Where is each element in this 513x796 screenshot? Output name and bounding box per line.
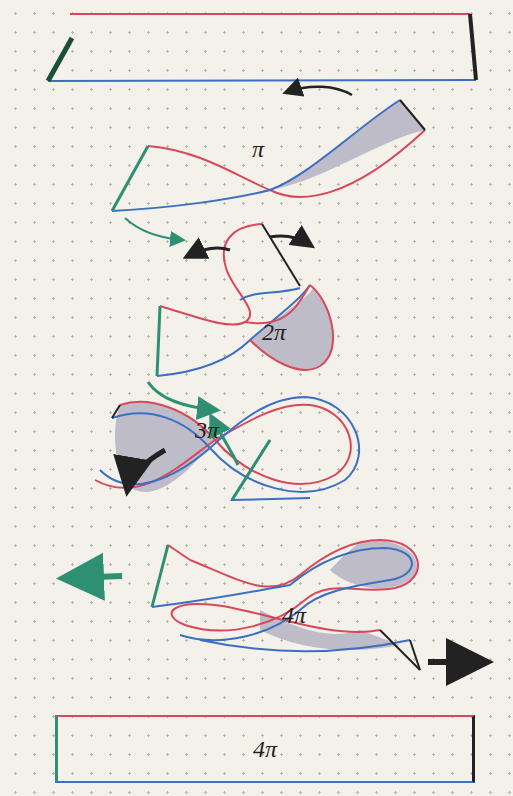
flat-ribbon-box: 4π [55,715,475,783]
double-twist-ribbon [68,540,482,670]
turn-label: 2π [262,320,286,344]
turn-label: 4π [282,603,306,627]
turn-label: 4π [253,737,277,761]
figure-eight-ribbon [95,397,359,500]
half-twist-ribbon [112,87,425,240]
flat-ribbon [48,14,476,81]
turn-label: 3π [195,418,219,442]
turn-label: π [252,137,264,161]
full-twist-ribbon [148,224,333,410]
